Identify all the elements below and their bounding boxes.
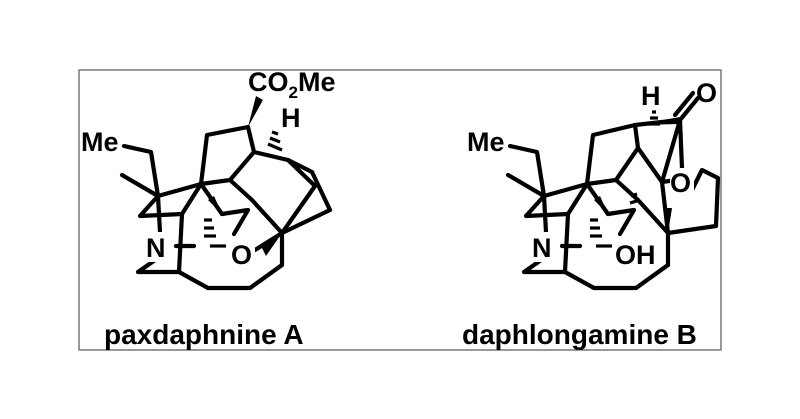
hydrogen-label: H	[281, 103, 301, 133]
nitrogen-label: N	[146, 233, 166, 263]
methyl-label-b: Me	[467, 127, 505, 157]
methyl-label: Me	[81, 127, 119, 157]
hydrogen-label-b: H	[641, 81, 661, 111]
ring-oxygen-label: O	[670, 168, 691, 198]
oxygen-label: O	[231, 240, 252, 270]
ester-label: CO2Me	[248, 67, 335, 102]
compound-name-paxdaphnine-a: paxdaphnine A	[104, 319, 304, 350]
structure-paxdaphnine-a	[119, 96, 333, 291]
nitrogen-label-b: N	[532, 233, 552, 263]
carbonyl-oxygen-label: O	[696, 78, 717, 108]
figure-frame	[78, 69, 722, 351]
compound-name-daphlongamine-b: daphlongamine B	[462, 319, 697, 350]
structure-daphlongamine-b	[505, 90, 721, 291]
hydroxyl-label: OH	[615, 240, 656, 270]
